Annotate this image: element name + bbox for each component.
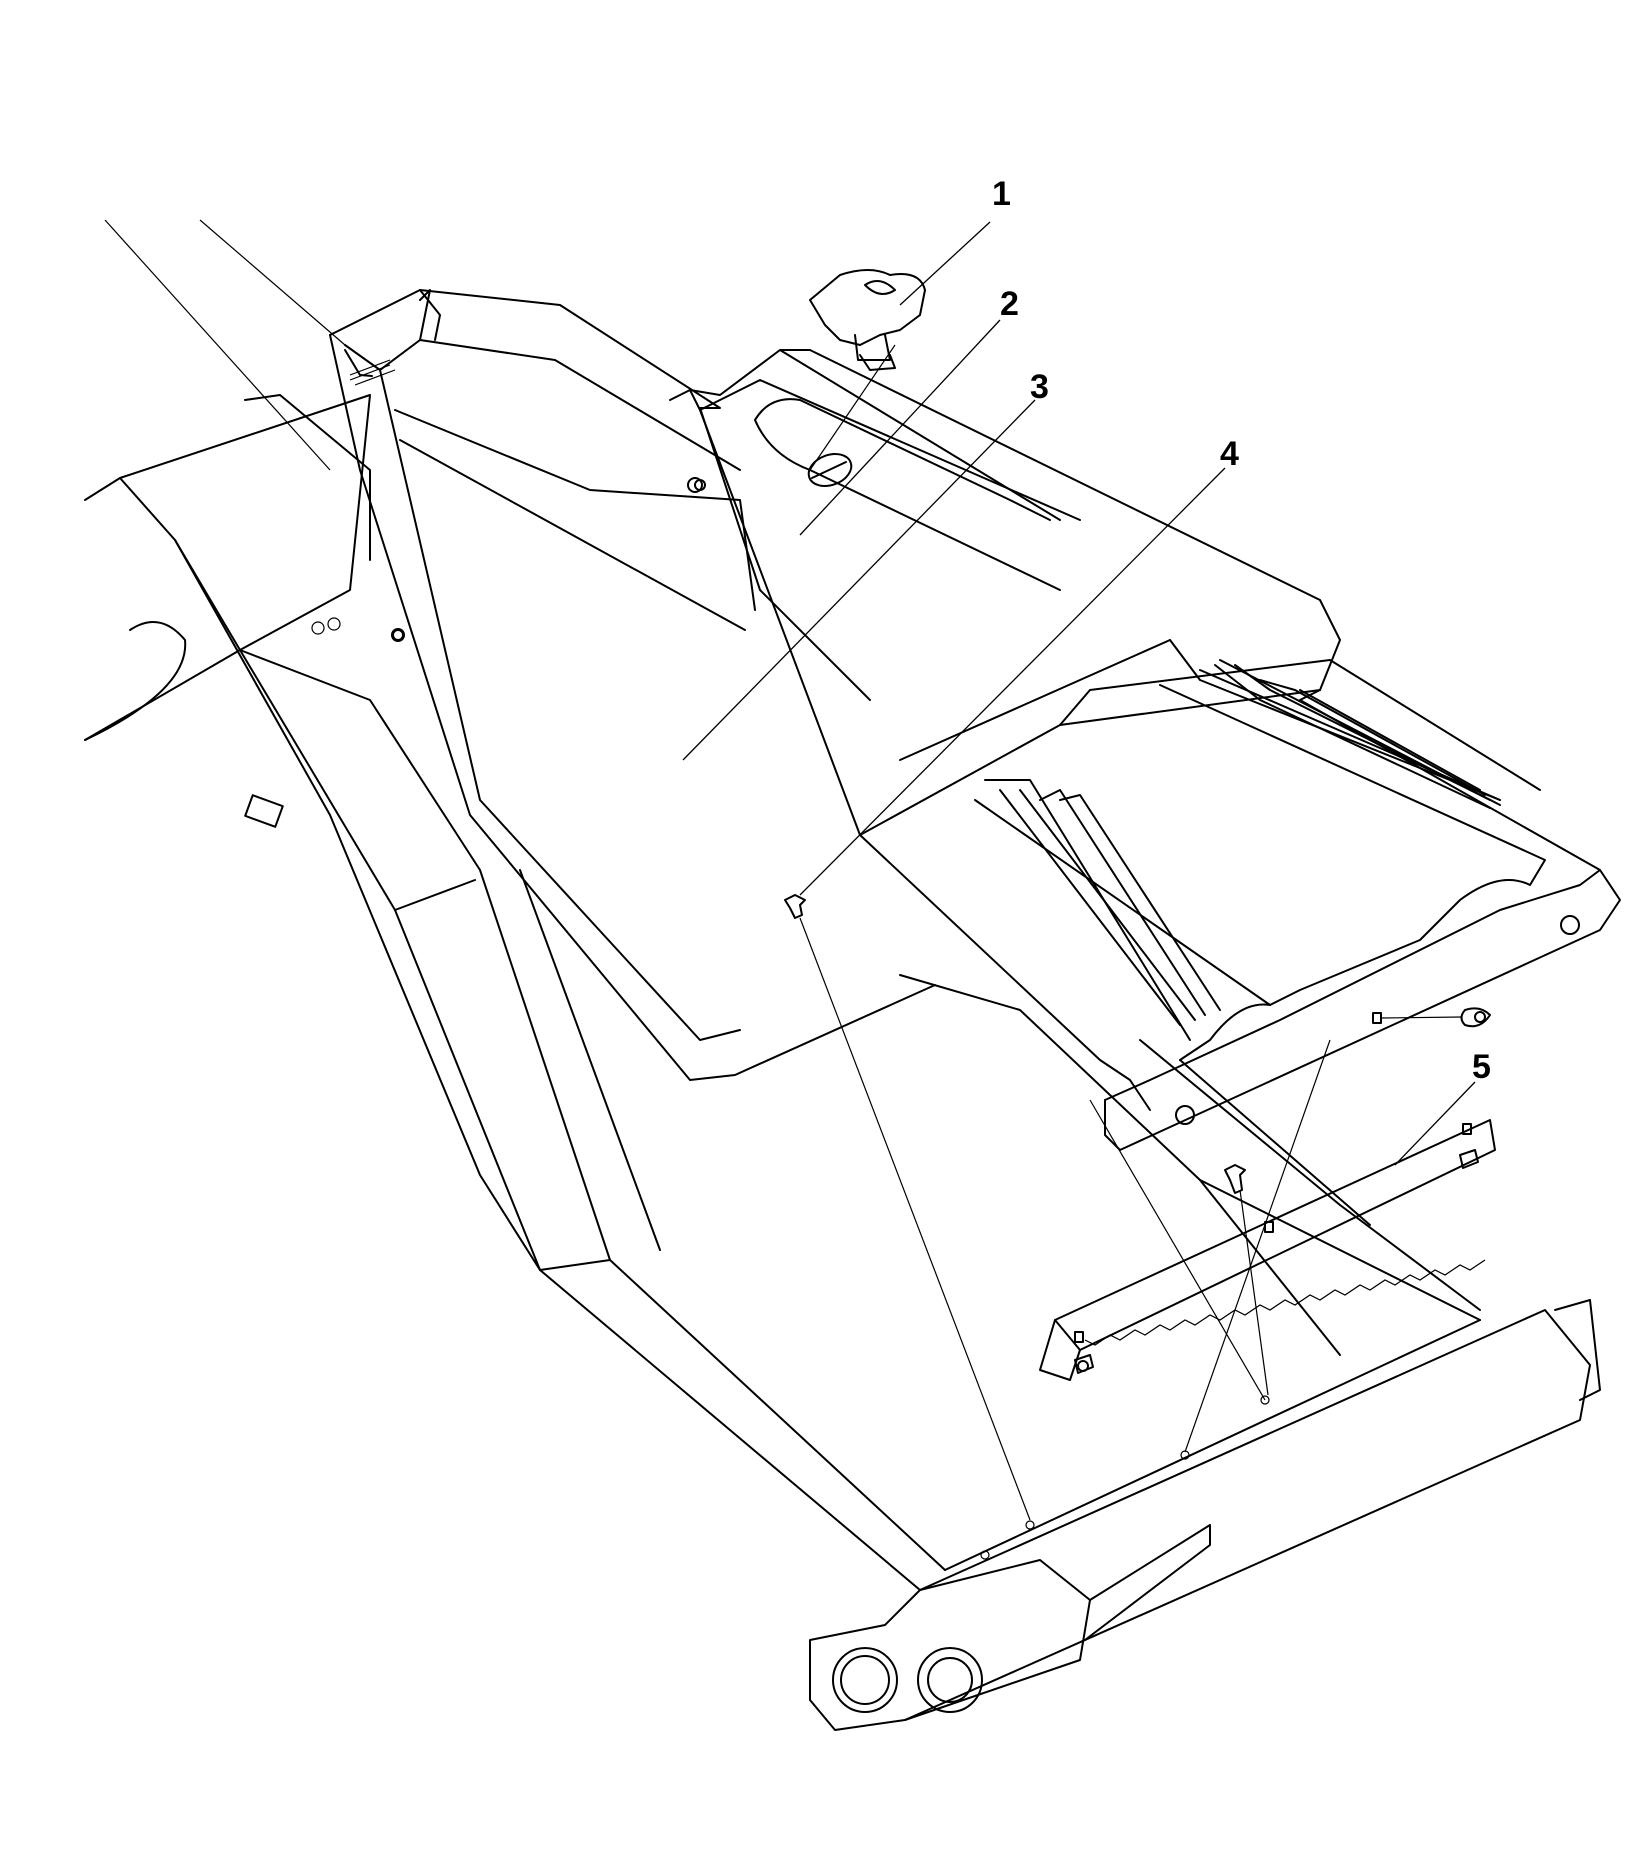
callout-2: 2 (1000, 285, 1019, 323)
callout-4: 4 (1220, 435, 1239, 473)
cap-part-1 (809, 269, 926, 371)
base-frame (84, 219, 1601, 1731)
tray-part-3 (329, 289, 936, 1081)
bracket-part-5 (1039, 1119, 1496, 1381)
callout-5: 5 (1472, 1048, 1491, 1086)
callout-1: 1 (992, 175, 1011, 213)
assembly-lines (799, 917, 1331, 1521)
callout-3: 3 (1030, 368, 1049, 406)
callout-labels: 1 2 3 4 5 (992, 175, 1491, 1086)
fasteners (392, 629, 1491, 1194)
callout-leaders (682, 221, 1476, 1166)
cover-part-2 (669, 349, 1621, 1151)
